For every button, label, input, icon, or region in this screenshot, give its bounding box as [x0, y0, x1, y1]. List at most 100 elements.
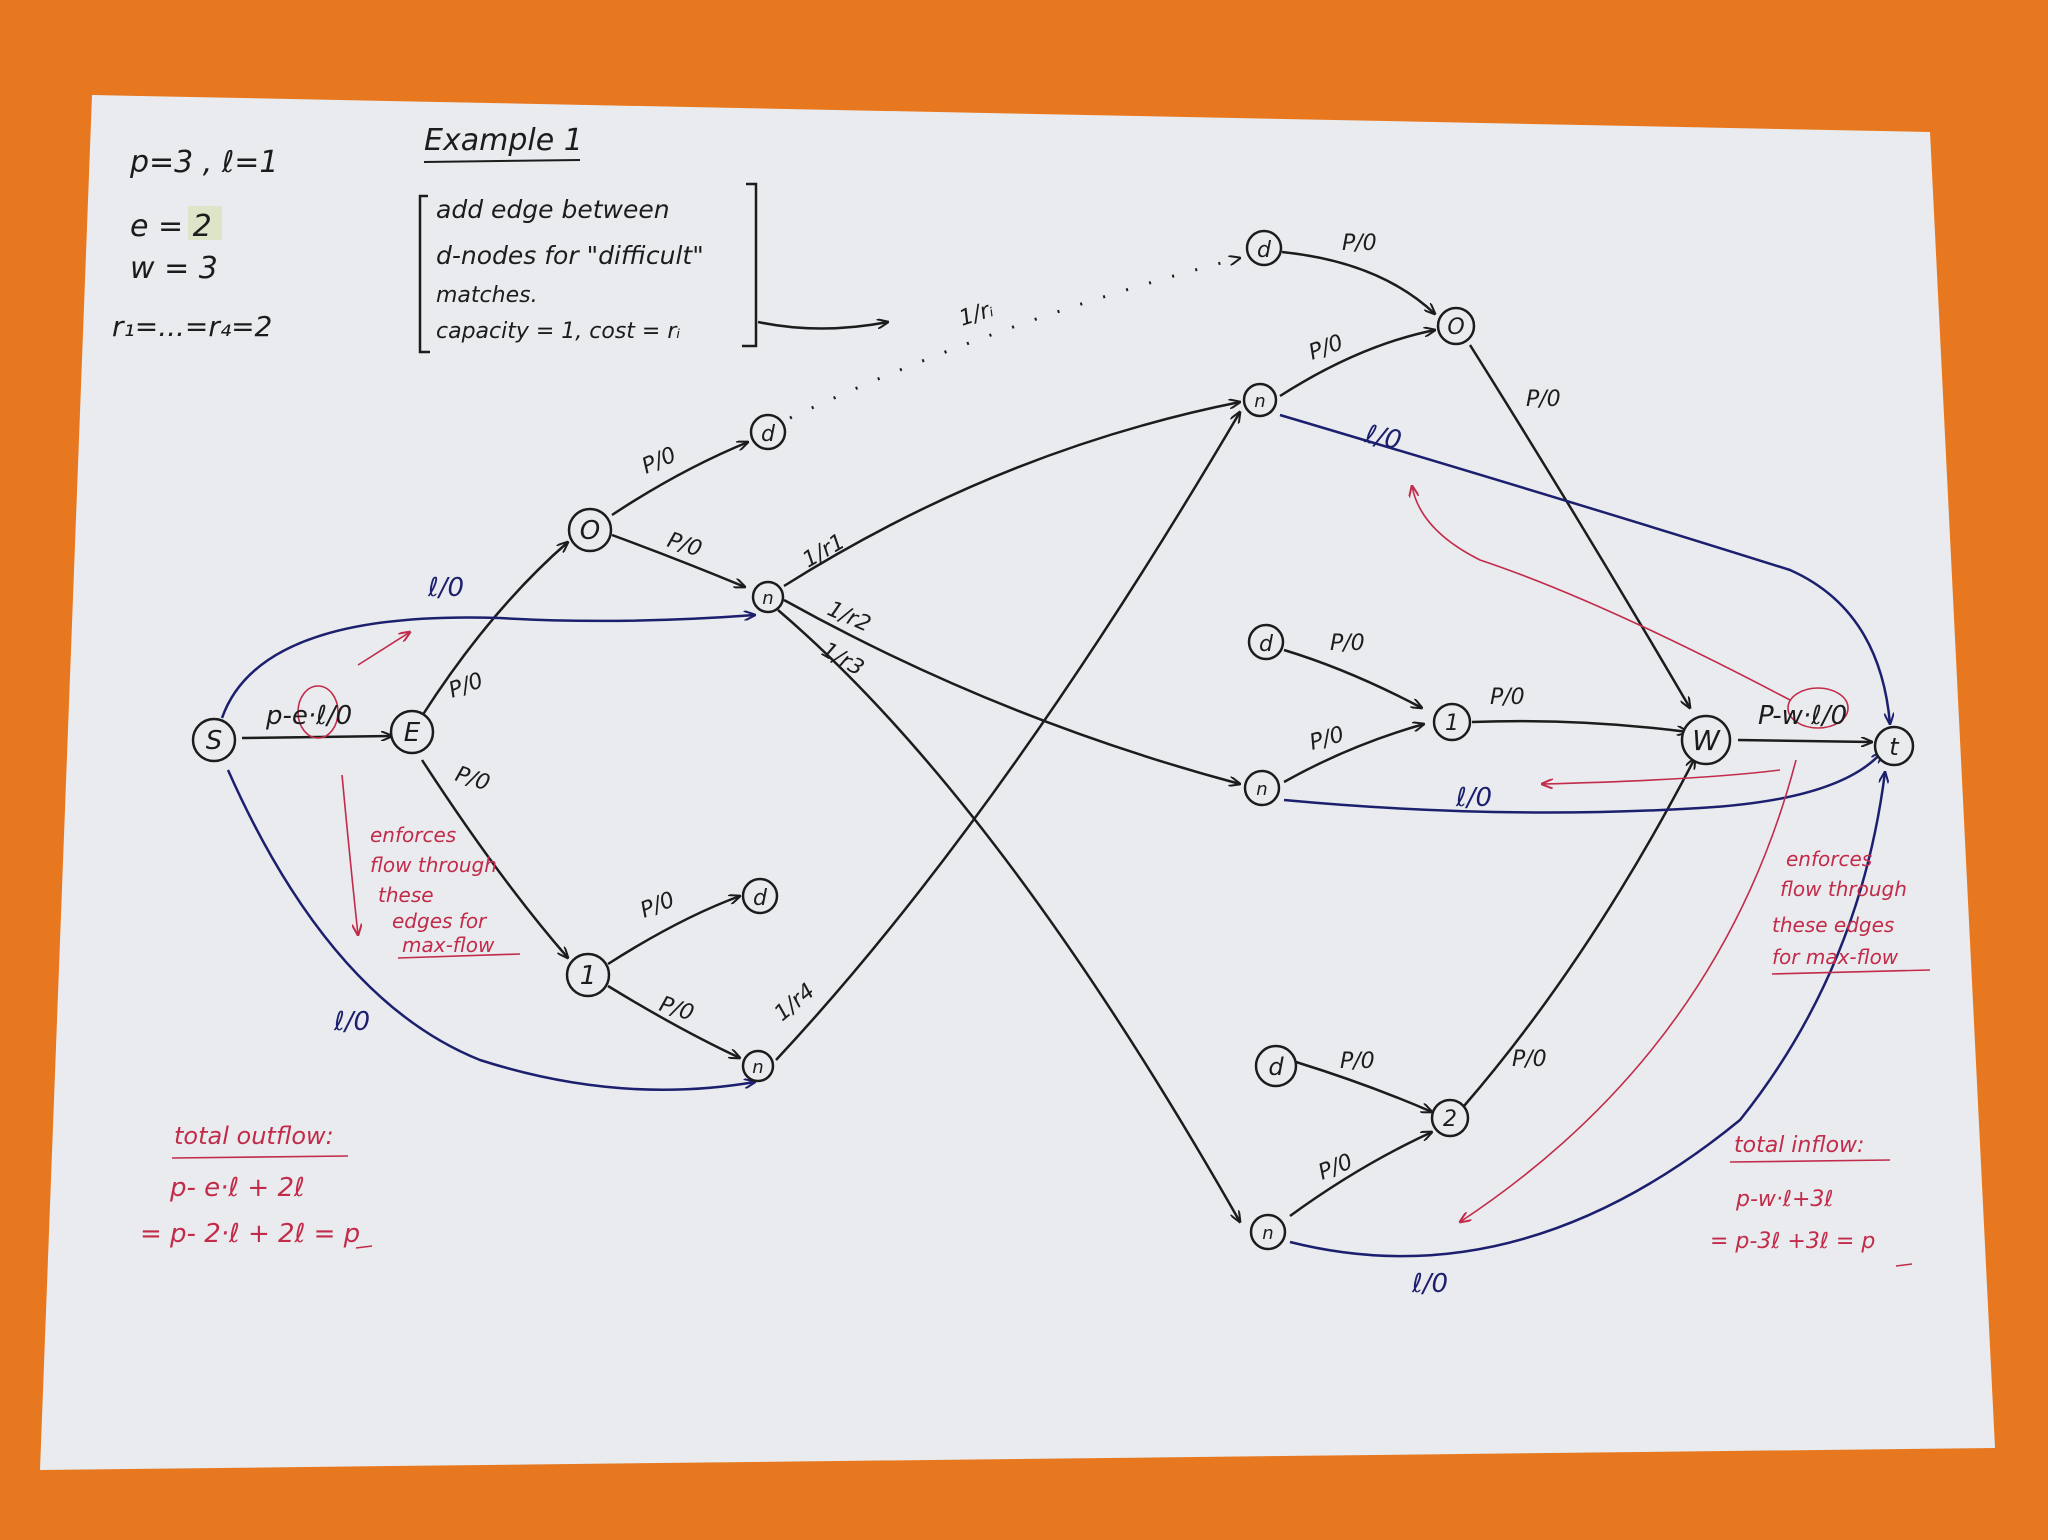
label-d-1-r: P/0 — [1330, 631, 1365, 656]
red-underline-maxflow-left — [397, 953, 521, 959]
node-label-d-r1: d — [1257, 238, 1272, 263]
enforce-right-3: these edges — [1772, 913, 1894, 937]
edge-d-1-r — [1283, 648, 1422, 708]
node-label-1-right: 1 — [1445, 711, 1459, 736]
edge-nb-n1 — [775, 412, 1240, 1061]
param-p-l: p=3 , ℓ=1 — [129, 145, 279, 180]
red-arrow-left-up — [357, 632, 410, 666]
red-circle-right — [1787, 687, 1849, 729]
red-underline-right — [1729, 1159, 1891, 1163]
node-label-t: t — [1889, 733, 1900, 761]
node-o-right — [1436, 306, 1476, 346]
edge-d-2-r — [1295, 1060, 1432, 1112]
node-d-o — [749, 413, 787, 451]
example-title-underline — [423, 159, 581, 163]
enforce-left-4: edges for — [392, 909, 488, 933]
param-w: w = 3 — [130, 251, 218, 286]
edge-n3-t — [1289, 772, 1885, 1258]
outflow-title: total outflow: — [174, 1122, 334, 1150]
node-label-n-b: n — [752, 1057, 763, 1078]
node-label-e: E — [404, 718, 421, 748]
red-circle-left — [297, 685, 339, 739]
node-e — [389, 709, 435, 755]
edge-o-d — [611, 442, 748, 517]
label-n3-t: ℓ/0 — [1411, 1269, 1448, 1299]
edge-1-d — [607, 896, 740, 966]
edge-e-1 — [420, 759, 568, 958]
node-d-r3 — [1254, 1044, 1298, 1088]
node-s — [191, 717, 237, 763]
node-label-n-r2: n — [1256, 779, 1267, 800]
label-s-e: p-e·ℓ/0 — [265, 701, 352, 731]
edge-n-2-r — [1289, 1132, 1432, 1218]
edge-n-n2 — [783, 598, 1240, 784]
edge-s-n-top — [220, 615, 755, 719]
inflow-line-2: = p-3ℓ +3ℓ = p — [1710, 1229, 1875, 1254]
edge-s-e — [241, 736, 392, 738]
node-1-left — [565, 952, 611, 998]
edge-note-pointer — [757, 322, 888, 330]
label-d-2-r: P/0 — [1340, 1049, 1375, 1074]
node-label-d-r2: d — [1259, 632, 1274, 657]
edge-n1-t — [1279, 413, 1890, 724]
edge-w-t — [1737, 740, 1872, 742]
enforce-right-4: for max-flow — [1772, 945, 1899, 969]
node-n-r2 — [1243, 769, 1281, 807]
note-line-3: matches. — [436, 283, 538, 308]
enforce-left-2: flow through — [370, 853, 497, 877]
edge-n-n3 — [777, 609, 1240, 1222]
label-w-t: P-w·ℓ/0 — [1758, 701, 1847, 731]
node-d-r1 — [1245, 229, 1283, 267]
enforce-left-1: enforces — [370, 823, 456, 847]
inflow-line-1: p-w·ℓ+3ℓ — [1735, 1187, 1834, 1212]
node-1-right — [1432, 702, 1472, 742]
node-label-d-o: d — [761, 422, 776, 447]
red-underline-left — [171, 1155, 349, 1159]
outflow-line-1: p- e·ℓ + 2ℓ — [169, 1173, 305, 1203]
enforce-left-5: max-flow — [402, 933, 495, 957]
edge-n-n1 — [783, 402, 1240, 588]
node-label-w: W — [1692, 724, 1721, 757]
node-label-s: S — [206, 726, 223, 756]
note-line-2: d-nodes for "difficult" — [436, 241, 704, 270]
node-o-left — [567, 507, 613, 553]
node-n-r1 — [1242, 382, 1278, 418]
node-label-o-left: O — [580, 516, 600, 546]
label-s-n-top: ℓ/0 — [427, 573, 464, 603]
edge-n-o-r — [1279, 330, 1435, 398]
enforce-right-1: enforces — [1786, 847, 1872, 871]
red-arrow-right-left — [1542, 769, 1781, 784]
outflow-line-2: = p- 2·ℓ + 2ℓ = p — [140, 1219, 360, 1249]
node-n-r3 — [1249, 1213, 1287, 1251]
node-d-r2 — [1247, 623, 1285, 661]
red-arrow-left-down — [341, 774, 358, 935]
node-label-d-1: d — [753, 886, 768, 911]
red-underline-maxflow-right — [1771, 969, 1931, 975]
node-label-2-right: 2 — [1443, 1107, 1457, 1132]
node-label-1-left: 1 — [580, 961, 597, 991]
param-e-highlight — [188, 206, 222, 240]
param-e: e = 2 — [130, 209, 212, 244]
red-arrow-right-down — [1460, 759, 1797, 1222]
edge-n-1-r — [1283, 724, 1424, 784]
enforce-left-3: these — [378, 883, 434, 907]
node-label-o-right: O — [1447, 315, 1464, 340]
node-2-right — [1430, 1098, 1470, 1138]
red-underline-p-left — [355, 1245, 373, 1249]
edge-e-o — [420, 542, 568, 717]
label-s-n-bottom: ℓ/0 — [333, 1007, 370, 1037]
edge-1-n — [607, 984, 740, 1058]
node-label-d-r3: d — [1268, 1053, 1284, 1081]
note-bracket-left — [418, 194, 430, 354]
red-underline-p-right — [1895, 1263, 1913, 1267]
label-o-w: P/0 — [1526, 387, 1561, 412]
label-n2-t: ℓ/0 — [1455, 783, 1492, 813]
edge-1-w — [1471, 719, 1688, 732]
note-line-4: capacity = 1, cost = rᵢ — [436, 319, 680, 344]
edge-n2-t — [1283, 752, 1882, 814]
label-1-w: P/0 — [1490, 685, 1525, 710]
node-d-1 — [741, 877, 779, 915]
edge-2-w — [1463, 758, 1695, 1107]
